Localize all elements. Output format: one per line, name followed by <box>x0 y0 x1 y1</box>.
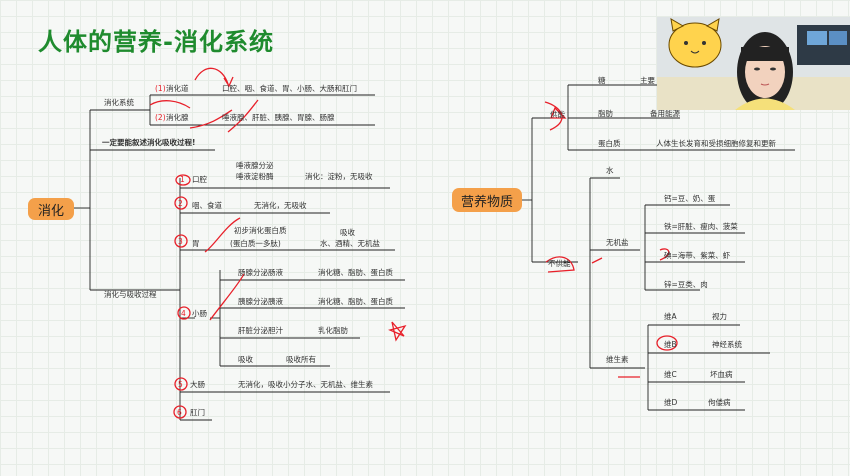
large-intestine-detail: 无消化，吸收小分子水、无机盐、维生素 <box>238 380 373 389</box>
mineral-calcium: 钙=豆、奶、蛋 <box>664 194 716 203</box>
label-digestive-tract: 消化道 <box>166 84 189 93</box>
energy-sugar: 糖 <box>598 76 606 85</box>
slide-title: 人体的营养-消化系统 <box>38 28 274 56</box>
process-marker-3: 3 <box>178 237 183 246</box>
stomach-line-2: (蛋白质一多肽) <box>230 239 281 248</box>
energy-label: 供能 <box>550 110 565 119</box>
stomach-line-1: 初步消化蛋白质 <box>234 226 287 235</box>
process-anus: 肛门 <box>190 408 205 417</box>
vitamin-d-detail: 佝偻病 <box>708 398 731 407</box>
energy-sugar-detail: 主要 <box>640 76 655 85</box>
label-digestive-glands: 消化腺 <box>166 113 189 122</box>
stomach-detail: 水、酒精、无机盐 <box>320 239 380 248</box>
si-row-1-left: 肠腺分泌肠液 <box>238 268 283 277</box>
process-mouth: 口腔 <box>192 175 207 184</box>
webcam-video <box>657 17 850 110</box>
process-pharynx: 咽、食道 <box>192 201 222 210</box>
process-marker-2: 2 <box>178 199 183 208</box>
marker-1: (1) <box>155 84 166 93</box>
digestion-root-node: 消化 <box>28 198 74 220</box>
process-small-intestine: 小肠 <box>192 309 207 318</box>
pharynx-detail: 无消化，无吸收 <box>254 201 307 210</box>
nonenergy-label: 不供能 <box>548 259 571 268</box>
si-row-4-left: 吸收 <box>238 355 253 364</box>
process-marker-5: 5 <box>178 380 183 389</box>
marker-2: (2) <box>155 113 166 122</box>
vitamins-label: 维生素 <box>606 355 629 364</box>
vitamin-b-detail: 神经系统 <box>712 340 742 349</box>
branch-digestion-absorption: 消化与吸收过程 <box>104 290 157 299</box>
si-row-2-right: 消化糖、脂肪、蛋白质 <box>318 297 393 306</box>
stomach-absorb: 吸收 <box>340 228 355 237</box>
energy-fat: 脂肪 <box>598 109 613 118</box>
si-row-2-left: 胰腺分泌胰液 <box>238 297 283 306</box>
branch-digestive-system: 消化系统 <box>104 98 134 107</box>
process-large-intestine: 大肠 <box>190 380 205 389</box>
webcam-overlay <box>657 17 850 110</box>
vitamin-d: 维D <box>664 398 678 407</box>
si-row-3-left: 肝脏分泌胆汁 <box>238 326 283 335</box>
vitamin-c: 维C <box>664 370 677 379</box>
mineral-zinc: 锌=豆类、肉 <box>664 280 708 289</box>
note-describe-process: 一定要能叙述消化吸收过程! <box>102 138 196 147</box>
mouth-line-2: 唾液淀粉酶 <box>236 172 274 181</box>
process-marker-6: 6 <box>177 408 182 417</box>
detail-digestive-glands: 唾液腺、肝脏、胰腺、胃腺、肠腺 <box>222 113 335 122</box>
energy-fat-detail: 备用能源 <box>650 109 680 118</box>
vitamin-a-detail: 视力 <box>712 312 727 321</box>
si-row-3-right: 乳化脂肪 <box>318 326 348 335</box>
mineral-iron: 铁=肝脏、瘦肉、菠菜 <box>664 222 738 231</box>
water-label: 水 <box>606 166 614 175</box>
process-stomach: 胃 <box>192 239 200 248</box>
si-row-1-right: 消化糖、脂肪、蛋白质 <box>318 268 393 277</box>
detail-digestive-tract: 口腔、咽、食道、胃、小肠、大肠和肛门 <box>222 84 357 93</box>
mouth-detail: 消化：淀粉，无吸收 <box>305 172 373 181</box>
nutrients-root-node: 营养物质 <box>452 188 522 212</box>
process-marker-1: 1 <box>180 175 185 184</box>
vitamin-c-detail: 坏血病 <box>710 370 733 379</box>
vitamin-a: 维A <box>664 312 677 321</box>
vitamin-b: 维B <box>664 340 677 349</box>
energy-protein-detail: 人体生长发育和受损细胞修复和更新 <box>656 139 776 148</box>
process-marker-4: 4 <box>181 309 186 318</box>
energy-protein: 蛋白质 <box>598 139 621 148</box>
minerals-label: 无机盐 <box>606 238 629 247</box>
mouth-line-1: 唾液腺分泌 <box>236 161 274 170</box>
si-row-4-right: 吸收所有 <box>286 355 316 364</box>
mineral-iodine: 碘=海带、紫菜、虾 <box>664 251 731 260</box>
